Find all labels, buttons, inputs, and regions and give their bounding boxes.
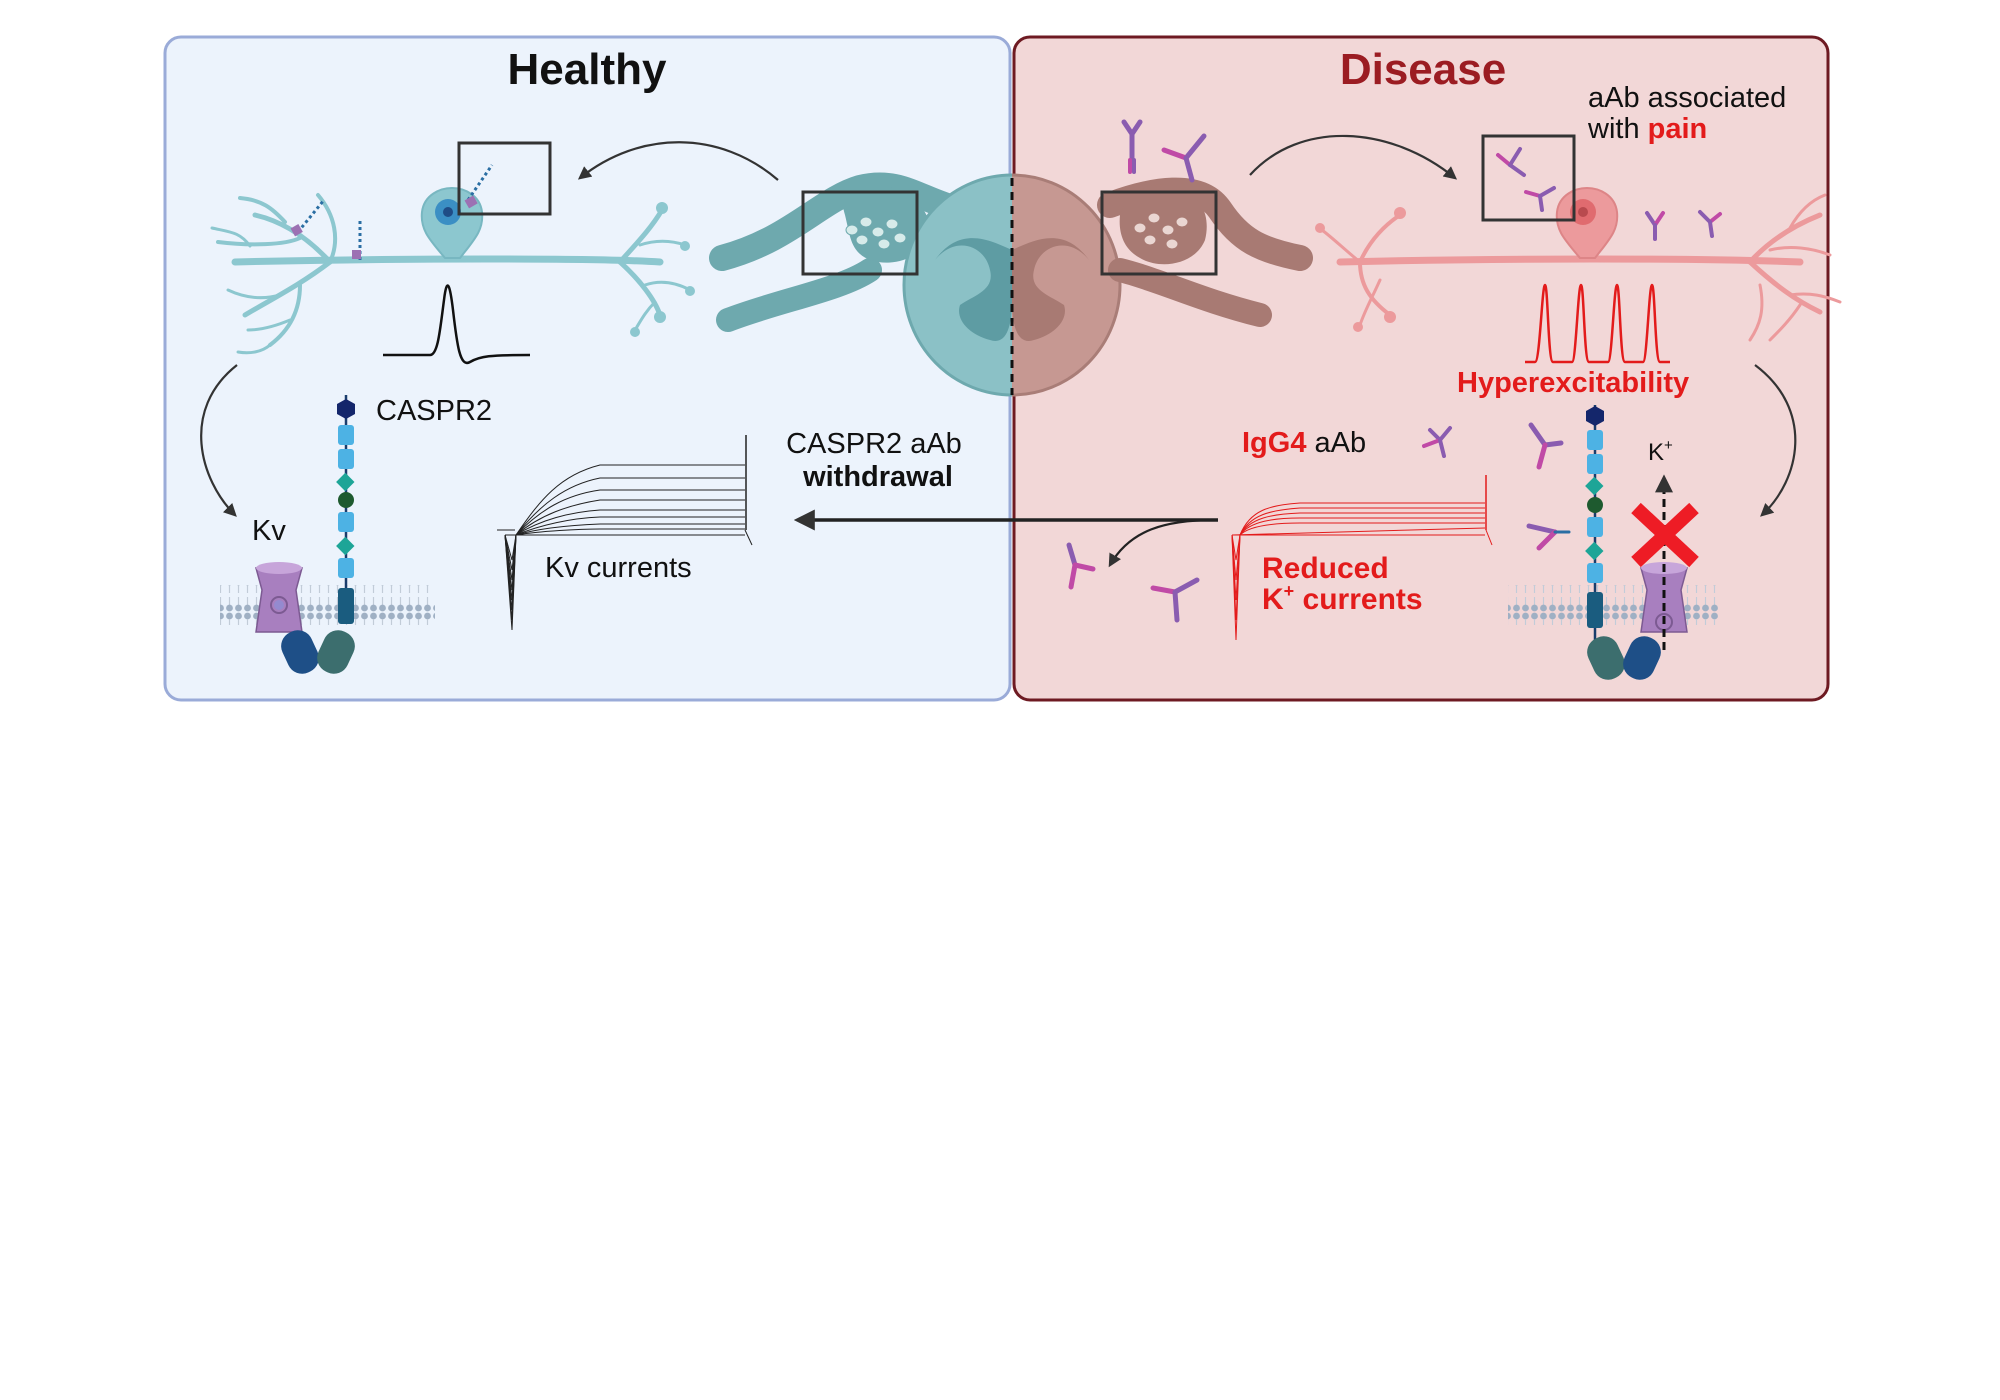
- antibodies: [1066, 119, 1722, 623]
- arrow-disease-antibodies: [1108, 518, 1216, 568]
- arrow-to-disease-neuron: [1249, 134, 1458, 180]
- withdrawal-label: CASPR2 aAb withdrawal: [786, 428, 970, 493]
- healthy-dendrite-tips: [630, 202, 695, 337]
- caspr2-label: CASPR2: [376, 395, 492, 427]
- disease-title: Disease: [1340, 45, 1506, 94]
- spinal-cord-healthy-half: [709, 172, 1012, 397]
- disease-zoom-box: [1481, 134, 1576, 222]
- disease-kv-channel: [1587, 562, 1688, 680]
- igg4-aab-label: IgG4 aAb: [1242, 427, 1366, 459]
- healthy-title: Healthy: [508, 45, 667, 94]
- healthy-neuron: [210, 193, 692, 355]
- healthy-zoom-box: [457, 141, 552, 216]
- healthy-membrane-markers: [290, 164, 494, 260]
- drg-zoom-box-healthy: [801, 190, 919, 276]
- healthy-membrane: [220, 585, 435, 625]
- kv-label: Kv: [252, 515, 286, 547]
- disease-spike-train: [1525, 283, 1670, 364]
- aab-associated-label: aAb associated with pain: [1587, 82, 1794, 145]
- disease-membrane: [1508, 585, 1718, 625]
- healthy-kv-channel: [255, 562, 355, 674]
- disease-reduced-currents-traces: [1231, 475, 1493, 641]
- hyperexcitability-label: Hyperexcitability: [1457, 367, 1689, 399]
- healthy-caspr2-protein: [336, 395, 355, 624]
- k-ion-label: K+: [1648, 437, 1673, 466]
- kv-currents-label: Kv currents: [545, 552, 692, 584]
- block-x-icon: [1631, 502, 1699, 568]
- reduced-currents-label: Reduced K+ currents: [1262, 552, 1423, 616]
- disease-caspr2-protein: [1585, 405, 1604, 640]
- healthy-kv-currents-traces: [497, 435, 753, 631]
- arrow-to-healthy-neuron: [577, 141, 779, 181]
- disease-neuron: [1320, 193, 1842, 342]
- arrow-disease-down: [1754, 364, 1797, 517]
- arrow-healthy-down: [200, 364, 238, 517]
- drg-zoom-box-disease: [1100, 190, 1218, 276]
- disease-dendrite-tips: [1315, 207, 1406, 332]
- healthy-action-potential: [383, 284, 531, 365]
